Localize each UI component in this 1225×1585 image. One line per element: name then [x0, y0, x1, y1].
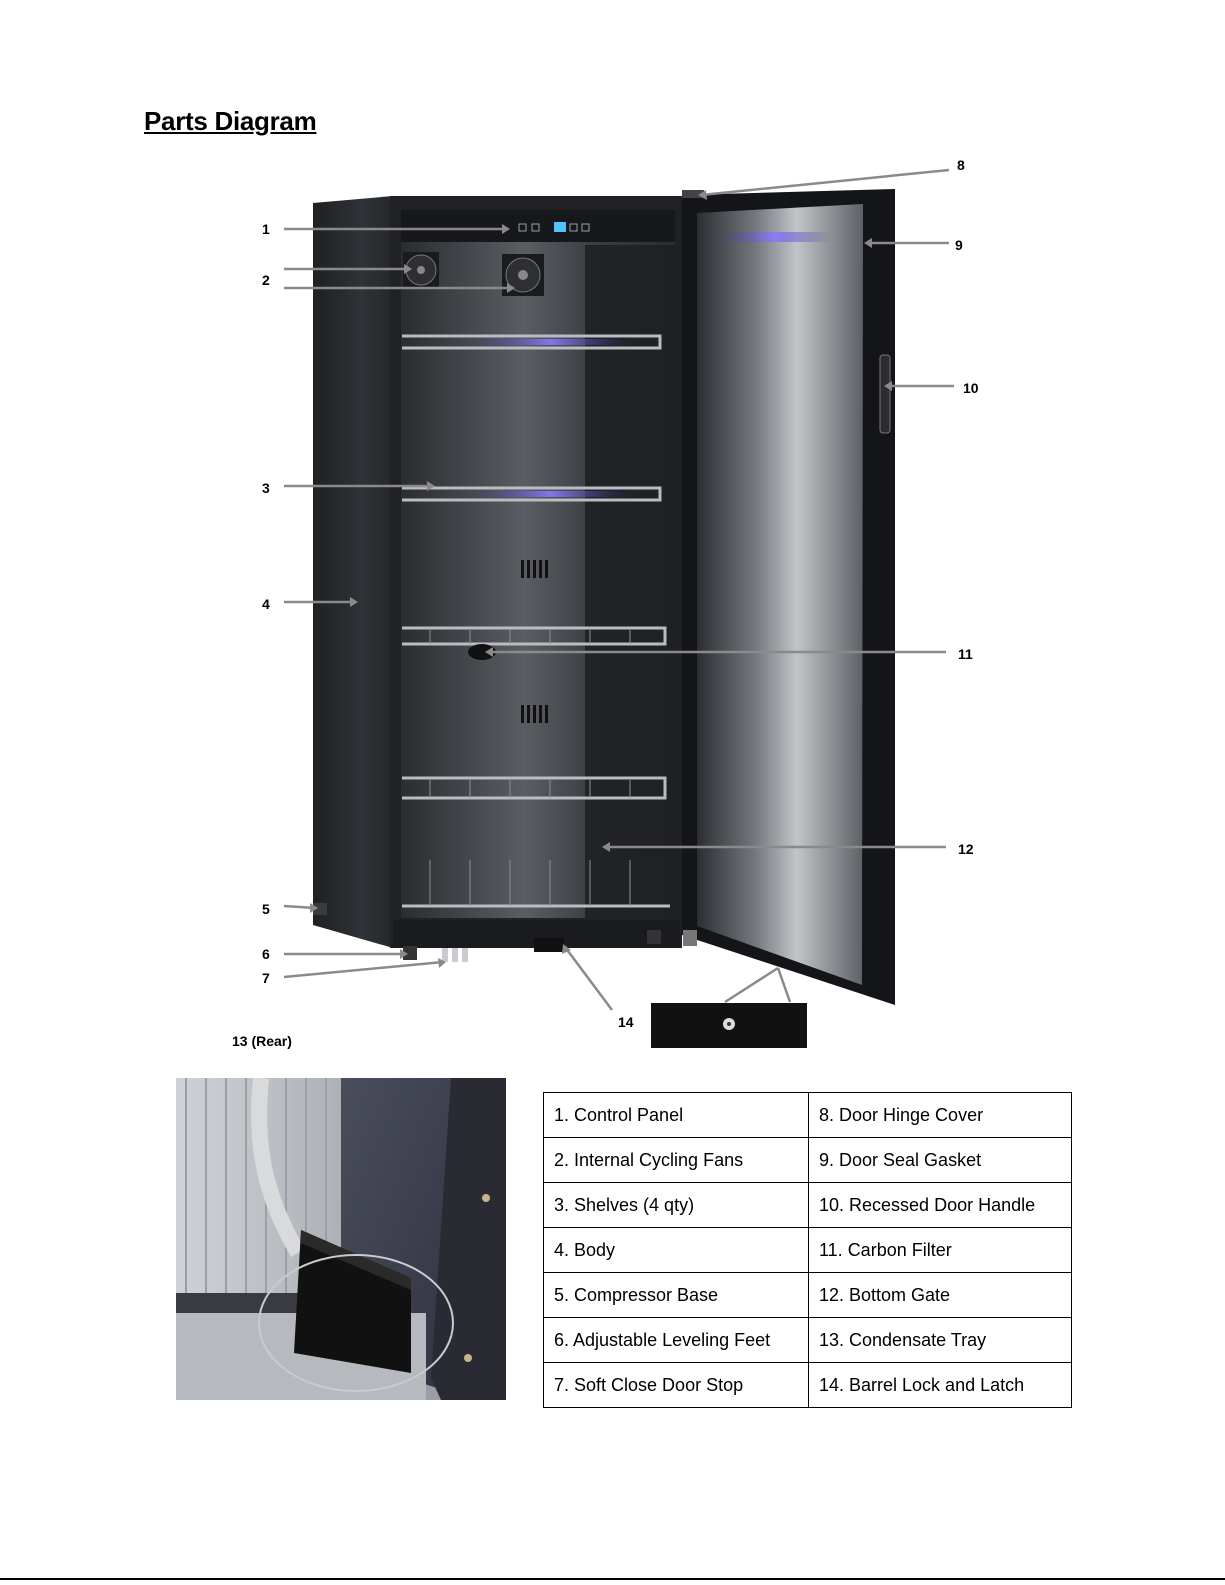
table-cell: 3. Shelves (4 qty) [543, 1182, 809, 1228]
table-row: 1. Control Panel 8. Door Hinge Cover [543, 1092, 1072, 1138]
callout-4: 4 [262, 596, 270, 612]
leader-lines [283, 168, 954, 1011]
table-row: 6. Adjustable Leveling Feet 13. Condensa… [543, 1317, 1072, 1363]
interior-right-wall [585, 245, 675, 918]
table-cell: 7. Soft Close Door Stop [543, 1362, 809, 1408]
fan-icon-right [502, 254, 544, 296]
cabinet-side-panel [313, 196, 393, 948]
callout-14: 14 [618, 1014, 634, 1030]
callout-6: 6 [262, 946, 270, 962]
table-row: 5. Compressor Base 12. Bottom Gate [543, 1272, 1072, 1318]
fan-icon-left [403, 252, 439, 288]
page-title: Parts Diagram [144, 106, 317, 136]
table-cell: 4. Body [543, 1227, 809, 1273]
door-bottom-hinge [683, 930, 697, 946]
leader-arrowheads [310, 190, 892, 968]
table-row: 4. Body 11. Carbon Filter [543, 1227, 1072, 1273]
compressor-base [313, 903, 327, 915]
table-cell: 11. Carbon Filter [808, 1227, 1072, 1273]
leveling-foot-left [403, 946, 417, 960]
shelves [402, 334, 670, 908]
wire-racks [429, 630, 631, 906]
control-panel-strip [401, 210, 675, 242]
callout-3: 3 [262, 480, 270, 496]
callout-11: 11 [958, 646, 973, 662]
table-cell: 10. Recessed Door Handle [808, 1182, 1072, 1228]
table-row: 3. Shelves (4 qty) 10. Recessed Door Han… [543, 1182, 1072, 1228]
table-row: 2. Internal Cycling Fans 9. Door Seal Ga… [543, 1137, 1072, 1183]
table-cell: 2. Internal Cycling Fans [543, 1137, 809, 1183]
callout-2: 2 [262, 272, 270, 288]
callout-10: 10 [963, 380, 979, 396]
callout-1: 1 [262, 221, 270, 237]
table-cell: 9. Door Seal Gasket [808, 1137, 1072, 1183]
table-row: 7. Soft Close Door Stop 14. Barrel Lock … [543, 1362, 1072, 1408]
table-cell: 8. Door Hinge Cover [808, 1092, 1072, 1138]
rear-view-label: 13 (Rear) [232, 1033, 292, 1049]
table-cell: 13. Condensate Tray [808, 1317, 1072, 1363]
leveling-foot-right [647, 930, 661, 944]
table-cell: 5. Compressor Base [543, 1272, 809, 1318]
door-glass-led-reflection [720, 232, 830, 242]
callout-12: 12 [958, 841, 974, 857]
temperature-display [554, 222, 566, 232]
page-bottom-rule [0, 1578, 1225, 1580]
callout-9: 9 [955, 237, 963, 253]
door-handle [879, 354, 891, 434]
door-hinge-cover [682, 190, 704, 198]
condensate-tray-photo [176, 1078, 506, 1400]
table-cell: 6. Adjustable Leveling Feet [543, 1317, 809, 1363]
rear-vents [521, 560, 548, 723]
table-cell: 12. Bottom Gate [808, 1272, 1072, 1318]
callout-8: 8 [957, 157, 965, 173]
control-panel-buttons [518, 223, 590, 232]
carbon-filter [468, 644, 496, 660]
callout-5: 5 [262, 901, 270, 917]
parts-table: 1. Control Panel 8. Door Hinge Cover 2. … [543, 1092, 1072, 1408]
table-cell: 1. Control Panel [543, 1092, 809, 1138]
shelf-led-glow [470, 339, 630, 497]
callout-7: 7 [262, 970, 270, 986]
barrel-lock-latch [534, 938, 564, 952]
door-stop [442, 948, 468, 962]
door-glass [697, 204, 863, 985]
table-cell: 14. Barrel Lock and Latch [808, 1362, 1072, 1408]
wine-fridge-illustration [283, 168, 954, 1048]
